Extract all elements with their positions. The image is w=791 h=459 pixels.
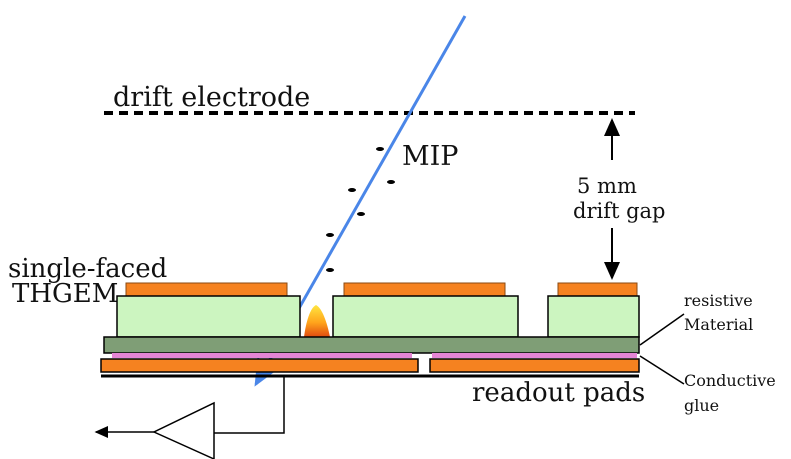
ionization-electrons bbox=[326, 147, 395, 272]
readout-pads bbox=[100, 358, 640, 373]
readout-pads-label: readout pads bbox=[472, 378, 645, 408]
glue-label-line1: Conductive bbox=[684, 371, 776, 390]
electron-dot bbox=[348, 188, 356, 192]
resistive-label-line2: Material bbox=[684, 315, 753, 334]
top-electrode-2 bbox=[343, 282, 506, 297]
resistive-callout-line bbox=[639, 313, 685, 346]
glue-label-line2: glue bbox=[684, 396, 719, 415]
resistive-layer bbox=[103, 336, 640, 354]
thgem-label-line2: THGEM bbox=[12, 279, 118, 309]
readout-pad-2 bbox=[429, 358, 640, 373]
conductive-glue bbox=[112, 353, 637, 358]
readout-pad-1 bbox=[100, 358, 419, 373]
resistive-label-line1: resistive bbox=[684, 291, 753, 310]
glue-strip-1 bbox=[112, 353, 412, 358]
thgem-top-electrodes bbox=[125, 282, 638, 297]
mip-label: MIP bbox=[402, 141, 458, 172]
top-electrode-1 bbox=[125, 282, 288, 297]
electron-dot bbox=[387, 180, 395, 184]
insulator-block-3 bbox=[547, 295, 640, 338]
thgem-insulator bbox=[116, 295, 640, 338]
drift-electrode-label: drift electrode bbox=[113, 82, 310, 113]
electron-dot bbox=[326, 268, 334, 272]
insulator-block-2 bbox=[332, 295, 519, 338]
glue-callout-line bbox=[639, 355, 685, 385]
electron-dot bbox=[326, 233, 334, 237]
readout-wire bbox=[214, 376, 285, 434]
electron-dot bbox=[376, 147, 384, 151]
thgem-label-line1: single-faced bbox=[8, 254, 167, 284]
gap-text-label: drift gap bbox=[573, 199, 666, 223]
amplifier-symbol bbox=[152, 401, 215, 459]
glue-strip-2 bbox=[432, 353, 637, 358]
avalanche-glow bbox=[304, 305, 330, 337]
electron-dot bbox=[357, 212, 365, 216]
top-electrode-3 bbox=[557, 282, 638, 297]
gap-value-label: 5 mm bbox=[577, 174, 637, 198]
insulator-block-1 bbox=[116, 295, 301, 338]
